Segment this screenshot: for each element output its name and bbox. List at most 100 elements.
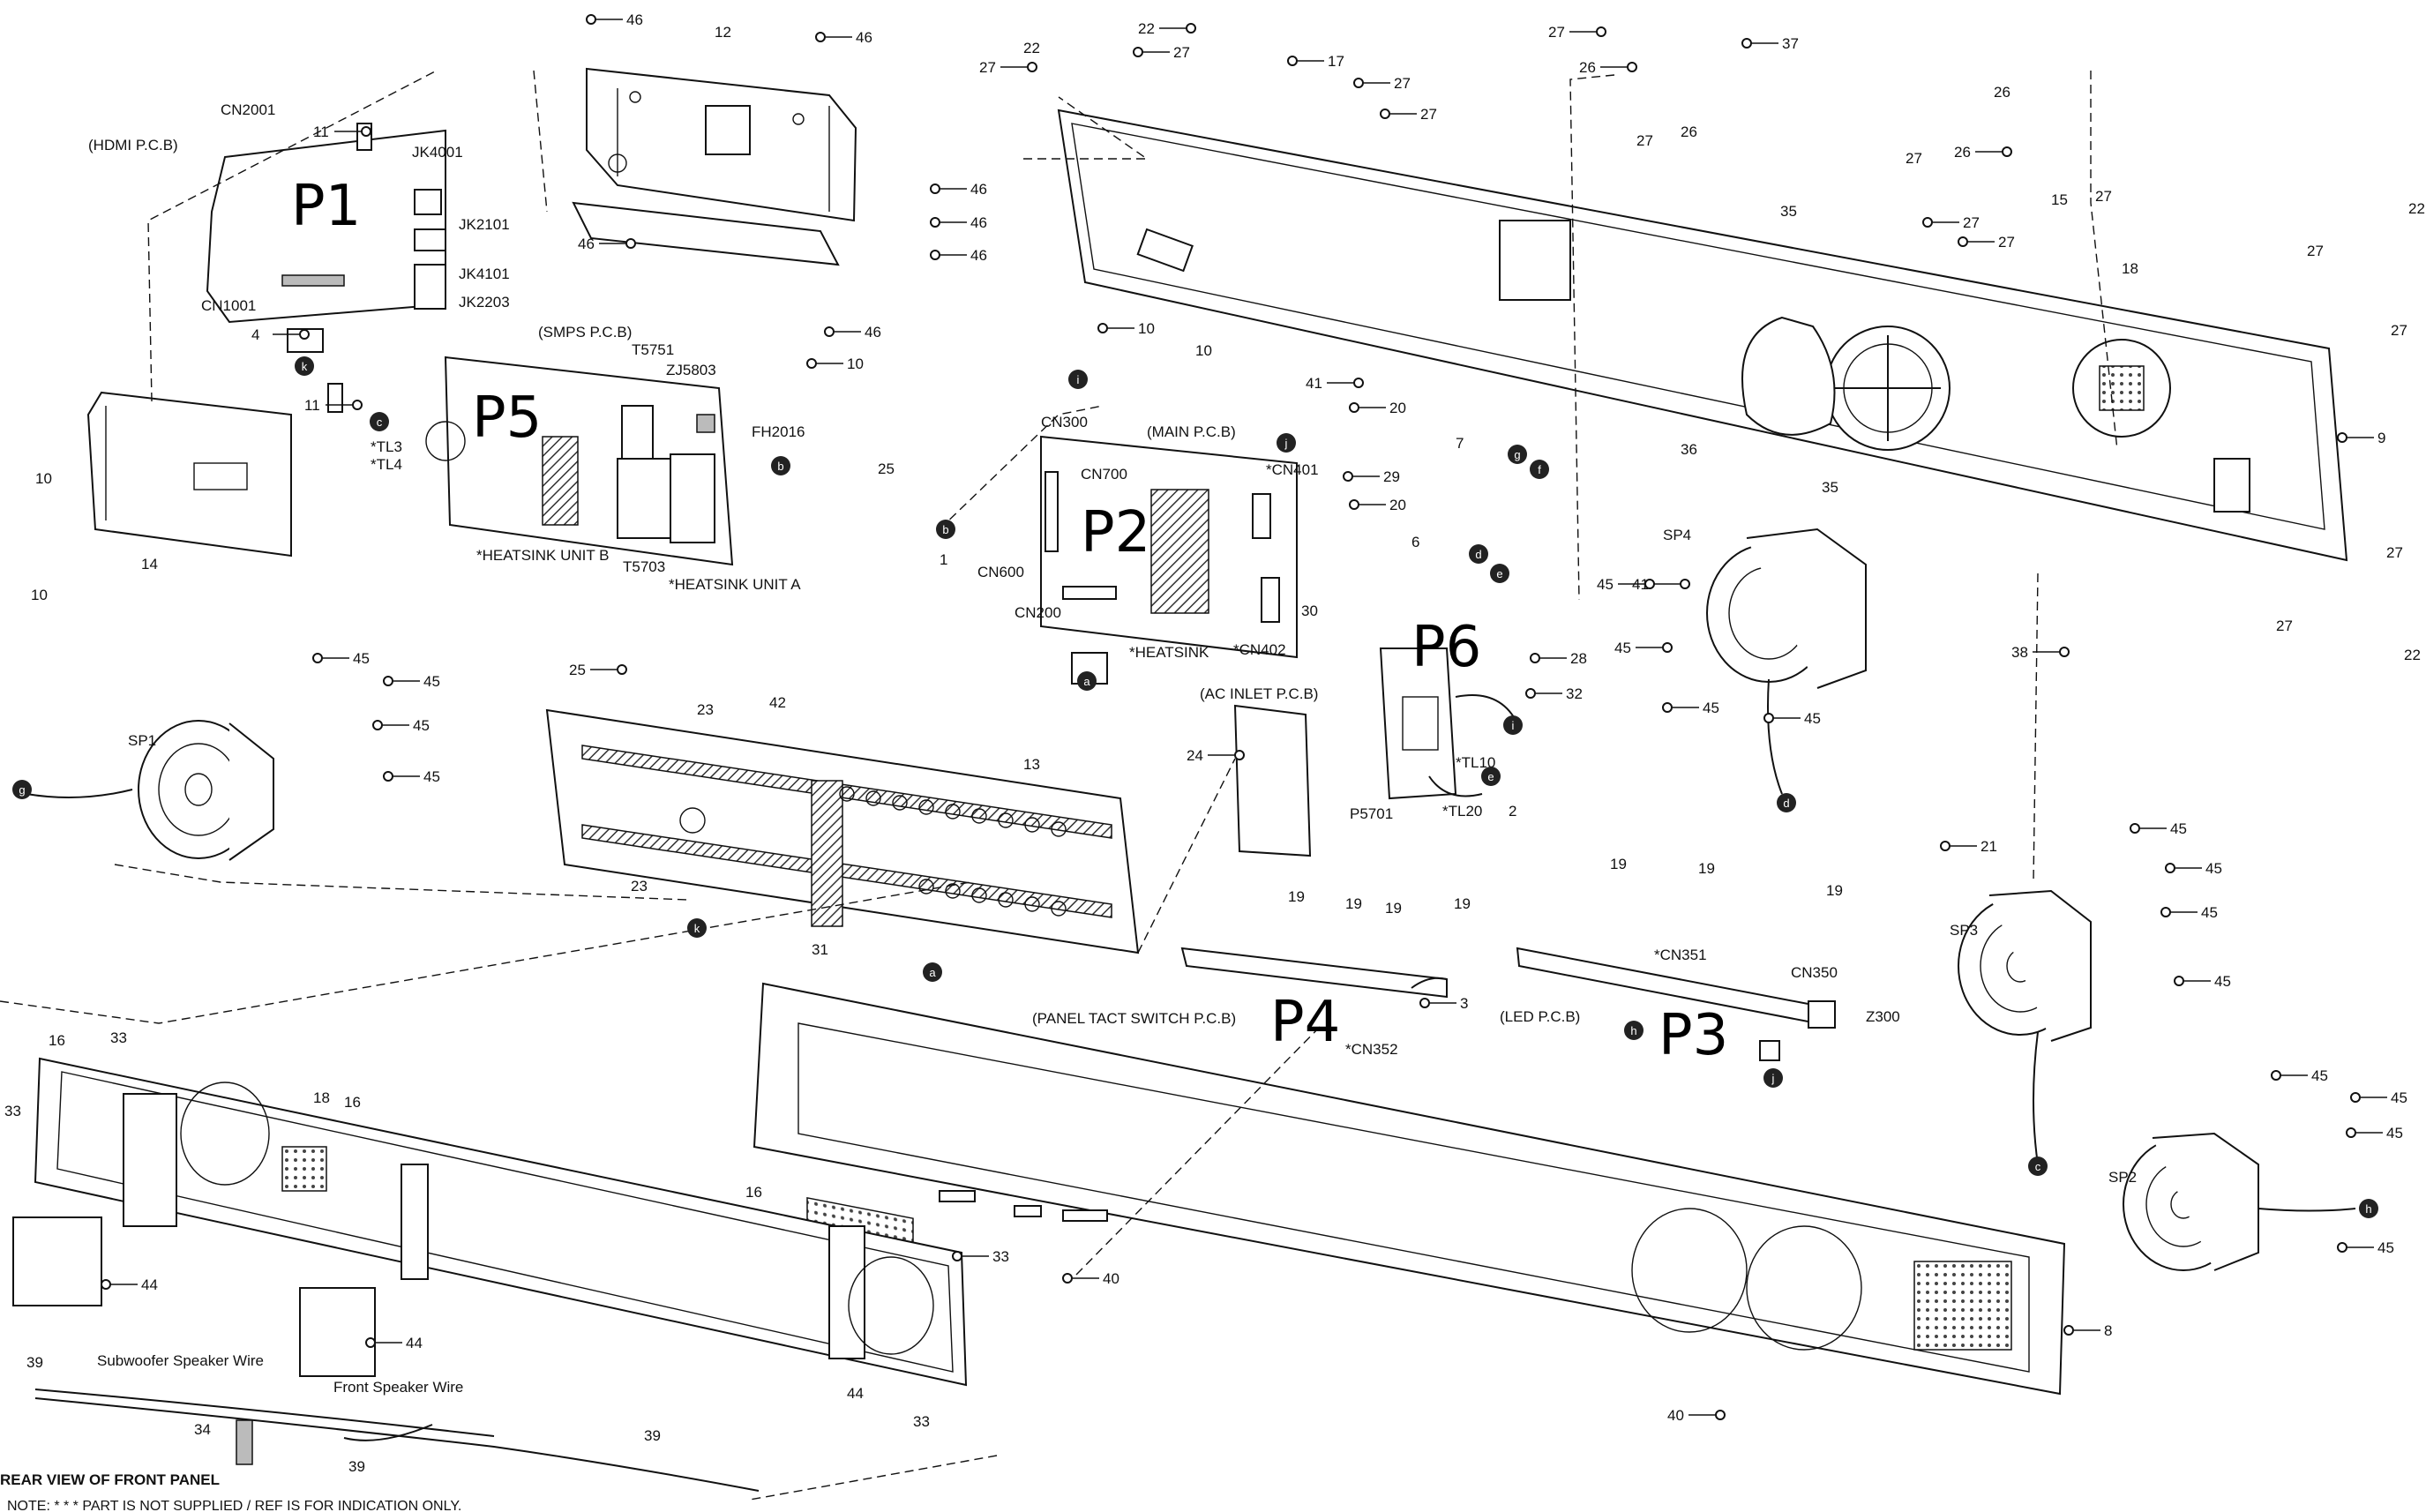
callout-35: 35 — [1780, 203, 1797, 220]
callout-number: 27 — [979, 59, 996, 76]
callout-32: 32 — [1525, 685, 1583, 702]
callout-27: 27 — [979, 59, 1037, 76]
callout-number: 23 — [631, 878, 648, 894]
callout-28: 28 — [1530, 650, 1587, 667]
callout-number: 16 — [344, 1094, 361, 1111]
callout-number: 33 — [110, 1029, 127, 1046]
screw-head — [1343, 471, 1353, 482]
label-jk2101: JK2101 — [459, 216, 510, 233]
callout-number: 11 — [304, 397, 320, 414]
bubble-e-2: e — [1481, 767, 1501, 786]
bubble-h-2: h — [2359, 1199, 2378, 1218]
callout-8: 8 — [2063, 1322, 2112, 1339]
screw-head — [299, 329, 310, 340]
ac-inlet-pcb — [1233, 647, 1518, 857]
callout-26: 26 — [1579, 59, 1637, 76]
callout-number: 22 — [2408, 200, 2425, 217]
callout-number: 27 — [2276, 618, 2293, 634]
callout-number: 19 — [1698, 860, 1715, 877]
callout-19: 19 — [1288, 888, 1305, 905]
screw-head — [625, 238, 636, 249]
callout-number: 9 — [2377, 430, 2385, 446]
callout-27: 27 — [1380, 106, 1437, 123]
chassis-frame-13 — [545, 708, 1140, 954]
screw-head — [1662, 702, 1673, 713]
label-jk4101: JK4101 — [459, 266, 510, 282]
callout-25: 25 — [569, 662, 627, 678]
callout-40: 40 — [1062, 1270, 1119, 1287]
callout-number: 19 — [1454, 895, 1471, 912]
screw-head — [1349, 402, 1359, 413]
callout-16: 16 — [49, 1032, 65, 1049]
screw-head — [1530, 653, 1540, 663]
callout-number: 31 — [812, 941, 828, 958]
callout-46: 46 — [815, 29, 872, 46]
label-cn2001: CN2001 — [221, 101, 275, 118]
callout-37: 37 — [1741, 35, 1799, 52]
callout-number: 26 — [1954, 144, 1971, 161]
bubble-i-1: i — [1068, 370, 1088, 389]
callout-number: 45 — [2391, 1089, 2407, 1106]
callout-number: 26 — [1579, 59, 1596, 76]
callout-number: 27 — [1420, 106, 1437, 123]
callout-14: 14 — [141, 556, 158, 573]
callout-number: 27 — [1636, 132, 1653, 149]
label-cn200: CN200 — [1015, 604, 1061, 621]
callout-45: 45 — [372, 717, 430, 734]
callout-number: 6 — [1411, 534, 1419, 550]
callout-39: 39 — [26, 1354, 43, 1371]
label-ac-inlet: (AC INLET P.C.B) — [1200, 685, 1318, 702]
callout-number: 27 — [1394, 75, 1411, 92]
callout-number: 12 — [715, 24, 731, 41]
callout-number: 26 — [1994, 84, 2010, 101]
screw-head — [1662, 642, 1673, 653]
screw-head — [1644, 579, 1655, 589]
label-z300: Z300 — [1866, 1008, 1900, 1025]
callout-number: 45 — [423, 673, 440, 690]
callout-46: 46 — [930, 247, 987, 264]
callout-27: 27 — [1922, 214, 1980, 231]
callout-41: 41 — [1306, 375, 1364, 392]
screw-head — [361, 126, 371, 137]
callout-number: 18 — [2122, 260, 2138, 277]
panel-tact-switch-pcb — [1180, 947, 1448, 999]
callout-number: 7 — [1456, 435, 1464, 452]
bubble-c-2: c — [2028, 1156, 2048, 1176]
svg-text:k: k — [302, 360, 308, 373]
bubble-j-1: j — [1277, 433, 1296, 453]
callout-1: 1 — [940, 551, 947, 568]
callout-38: 38 — [2011, 644, 2070, 661]
callout-45: 45 — [2271, 1067, 2328, 1084]
callout-45: 45 — [1763, 710, 1821, 727]
callout-number: 22 — [1138, 20, 1155, 37]
callout-number: 28 — [1570, 650, 1587, 667]
label-smps-pcb: (SMPS P.C.B) — [538, 324, 632, 341]
screw-head — [1027, 62, 1037, 72]
callout-22: 22 — [2404, 647, 2421, 663]
label-tl3: *TL3 — [371, 438, 402, 455]
svg-text:h: h — [1630, 1024, 1636, 1037]
callout-46: 46 — [586, 11, 643, 28]
callout-number: 3 — [1460, 995, 1468, 1012]
svg-text:k: k — [694, 922, 700, 935]
callout-10: 10 — [35, 470, 52, 487]
callout-45: 45 — [2350, 1089, 2407, 1106]
callout-number: 2 — [1509, 803, 1516, 820]
footnote: NOTE: * * * PART IS NOT SUPPLIED / REF I… — [7, 1499, 461, 1512]
callout-number: 45 — [413, 717, 430, 734]
callout-16: 16 — [344, 1094, 361, 1111]
callout-19: 19 — [1345, 895, 1362, 912]
callout-3: 3 — [1419, 995, 1468, 1012]
screw-head — [365, 1337, 376, 1348]
callout-7: 7 — [1456, 435, 1464, 452]
callout-number: 36 — [1681, 441, 1697, 458]
label-tl20: *TL20 — [1442, 803, 1482, 820]
screw-head — [1186, 23, 1196, 34]
bubble-f-1: f — [1530, 460, 1549, 479]
speaker-sp4 — [1706, 528, 1867, 795]
callout-22: 22 — [1138, 20, 1196, 37]
label-t5751: T5751 — [632, 341, 674, 358]
screw-head — [1741, 38, 1752, 49]
callout-44: 44 — [101, 1276, 158, 1293]
